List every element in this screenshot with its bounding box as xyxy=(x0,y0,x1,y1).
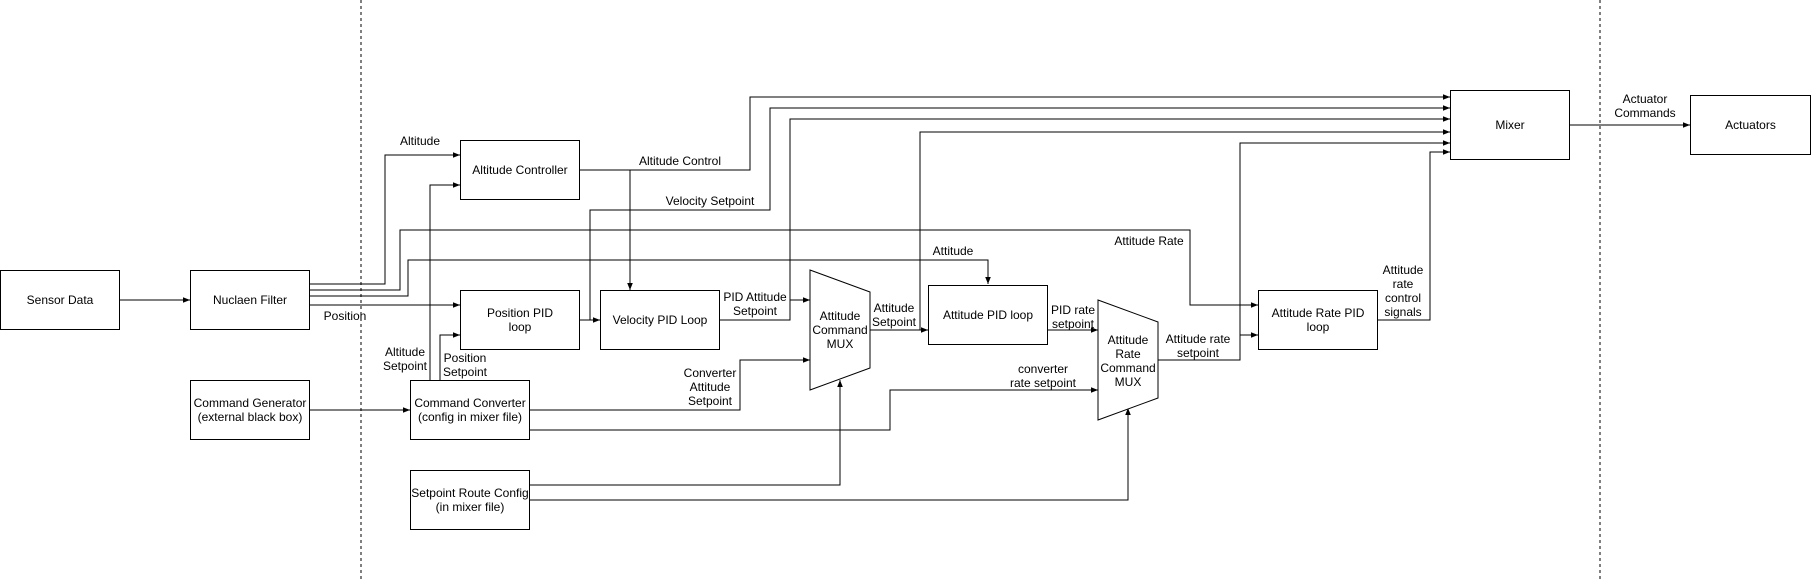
edge-rate-pid-to-mixer xyxy=(1378,149,1450,321)
label-actuator-commands: Actuator Commands xyxy=(1614,92,1676,120)
edge-route-config-to-rate-mux xyxy=(530,408,1131,501)
edge-filter-attitude xyxy=(310,259,991,297)
label-converter-rate-setpoint: converter rate setpoint xyxy=(1009,362,1077,390)
edge-altitude-control-to-mixer xyxy=(580,94,1450,171)
attitude-rate-command-mux-label: Attitude Rate Command MUX xyxy=(1100,333,1156,389)
attitude-pid-label: Attitude PID loop xyxy=(942,308,1034,322)
label-position: Position xyxy=(323,309,367,323)
setpoint-route-config-block: Setpoint Route Config (in mixer file) xyxy=(410,470,530,530)
edge-route-config-to-attitude-mux xyxy=(530,380,843,486)
velocity-pid-label: Velocity PID Loop xyxy=(612,313,708,327)
edge-velocity-setpoint-to-mixer xyxy=(589,105,1450,320)
sensor-data-block: Sensor Data xyxy=(0,270,120,330)
label-altitude: Altitude xyxy=(399,134,441,148)
label-attitude-setpoint: Attitude Setpoint xyxy=(871,301,917,329)
altitude-controller-label: Altitude Controller xyxy=(472,163,568,177)
mixer-block: Mixer xyxy=(1450,90,1570,160)
altitude-controller-block: Altitude Controller xyxy=(460,140,580,200)
label-altitude-control: Altitude Control xyxy=(638,154,722,168)
edge-converter-position-setpoint xyxy=(439,332,460,380)
label-pid-rate-setpoint: PID rate setpoint xyxy=(1050,303,1096,331)
label-altitude-setpoint: Altitude Setpoint xyxy=(382,345,428,373)
attitude-rate-pid-label: Attitude Rate PID loop xyxy=(1271,306,1365,334)
actuators-block: Actuators xyxy=(1690,95,1811,155)
actuators-label: Actuators xyxy=(1725,118,1776,132)
edge-attitude-rate-setpoint-to-mixer xyxy=(1239,140,1450,335)
attitude-pid-block: Attitude PID loop xyxy=(928,285,1048,345)
command-generator-block: Command Generator (external black box) xyxy=(190,380,310,440)
edge-converter-altitude-setpoint xyxy=(429,182,460,380)
label-converter-attitude-setpoint: Converter Attitude Setpoint xyxy=(683,366,737,408)
attitude-command-mux-shape xyxy=(809,269,871,391)
setpoint-route-config-label: Setpoint Route Config (in mixer file) xyxy=(411,486,529,514)
nuclaen-filter-label: Nuclaen Filter xyxy=(212,293,288,307)
nuclaen-filter-block: Nuclaen Filter xyxy=(190,270,310,330)
edge-converter-rate-setpoint xyxy=(530,387,1098,431)
command-generator-label: Command Generator (external black box) xyxy=(193,396,307,424)
label-velocity-setpoint: Velocity Setpoint xyxy=(665,194,755,208)
label-attitude-rate: Attitude Rate xyxy=(1114,234,1184,248)
edge-converter-attitude-setpoint xyxy=(530,357,810,411)
edge-pid-attitude-setpoint-to-mixer xyxy=(789,116,1450,300)
label-position-setpoint: Position Setpoint xyxy=(442,351,488,379)
sensor-data-label: Sensor Data xyxy=(26,293,94,307)
position-pid-block: Position PID loop xyxy=(460,290,580,350)
velocity-pid-block: Velocity PID Loop xyxy=(600,290,720,350)
command-converter-block: Command Converter (config in mixer file) xyxy=(410,380,530,440)
position-pid-label: Position PID loop xyxy=(486,306,554,334)
edge-rate-mux-to-rate-pid xyxy=(1158,332,1258,361)
label-attitude: Attitude xyxy=(932,244,974,258)
label-attitude-rate-setpoint: Attitude rate setpoint xyxy=(1165,332,1231,360)
edge-attitude-setpoint-to-mixer xyxy=(919,129,1450,330)
mixer-label: Mixer xyxy=(1495,118,1525,132)
command-converter-label: Command Converter (config in mixer file) xyxy=(414,396,526,424)
edge-filter-attitude-rate xyxy=(310,229,1258,308)
label-attitude-rate-control-signals: Attitude rate control signals xyxy=(1382,263,1424,319)
edge-filter-altitude xyxy=(310,152,460,285)
attitude-command-mux-label: Attitude Command MUX xyxy=(812,309,868,351)
attitude-rate-pid-block: Attitude Rate PID loop xyxy=(1258,290,1378,350)
label-pid-attitude-setpoint: PID Attitude Setpoint xyxy=(723,290,787,318)
edge-velocity-to-attitude-mux xyxy=(720,297,810,321)
attitude-rate-command-mux-shape xyxy=(1097,299,1159,421)
